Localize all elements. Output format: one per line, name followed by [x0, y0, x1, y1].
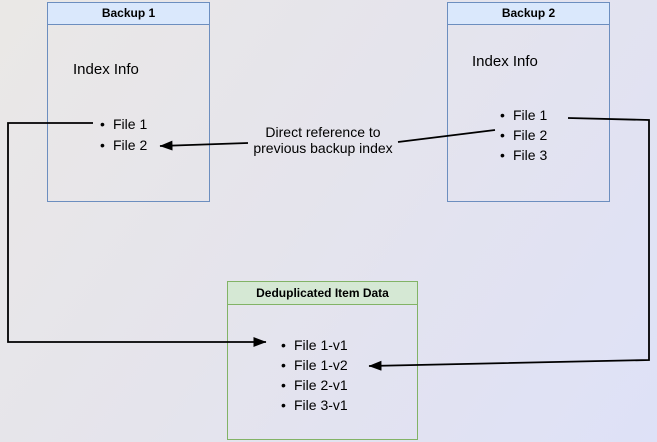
list-item: File 2-v1 [281, 375, 348, 395]
list-item: File 3 [500, 145, 547, 165]
node-deduplicated-item-data: Deduplicated Item Data File 1-v1 File 1-… [227, 281, 418, 440]
backup-2-title: Backup 2 [448, 3, 609, 25]
dedup-title: Deduplicated Item Data [228, 282, 417, 305]
list-item: File 2 [500, 125, 547, 145]
edge-label-line-1: Direct reference to [265, 124, 381, 140]
backup-2-subtitle: Index Info [472, 53, 538, 70]
edge-label-line-2: previous backup index [253, 140, 393, 156]
list-item: File 1 [100, 114, 147, 135]
backup-1-subtitle: Index Info [73, 61, 139, 78]
list-item: File 1-v1 [281, 335, 348, 355]
list-item: File 1 [500, 105, 547, 125]
dedup-file-list: File 1-v1 File 1-v2 File 2-v1 File 3-v1 [281, 335, 348, 415]
backup-2-file-list: File 1 File 2 File 3 [500, 105, 547, 165]
edge-label-direct-reference: Direct reference to previous backup inde… [243, 124, 403, 156]
list-item: File 1-v2 [281, 355, 348, 375]
backup-1-title: Backup 1 [48, 3, 209, 25]
backup-1-file-list: File 1 File 2 [100, 114, 147, 156]
node-backup-1: Backup 1 Index Info File 1 File 2 [47, 2, 210, 202]
list-item: File 2 [100, 135, 147, 156]
list-item: File 3-v1 [281, 395, 348, 415]
node-backup-2: Backup 2 Index Info File 1 File 2 File 3 [447, 2, 610, 202]
